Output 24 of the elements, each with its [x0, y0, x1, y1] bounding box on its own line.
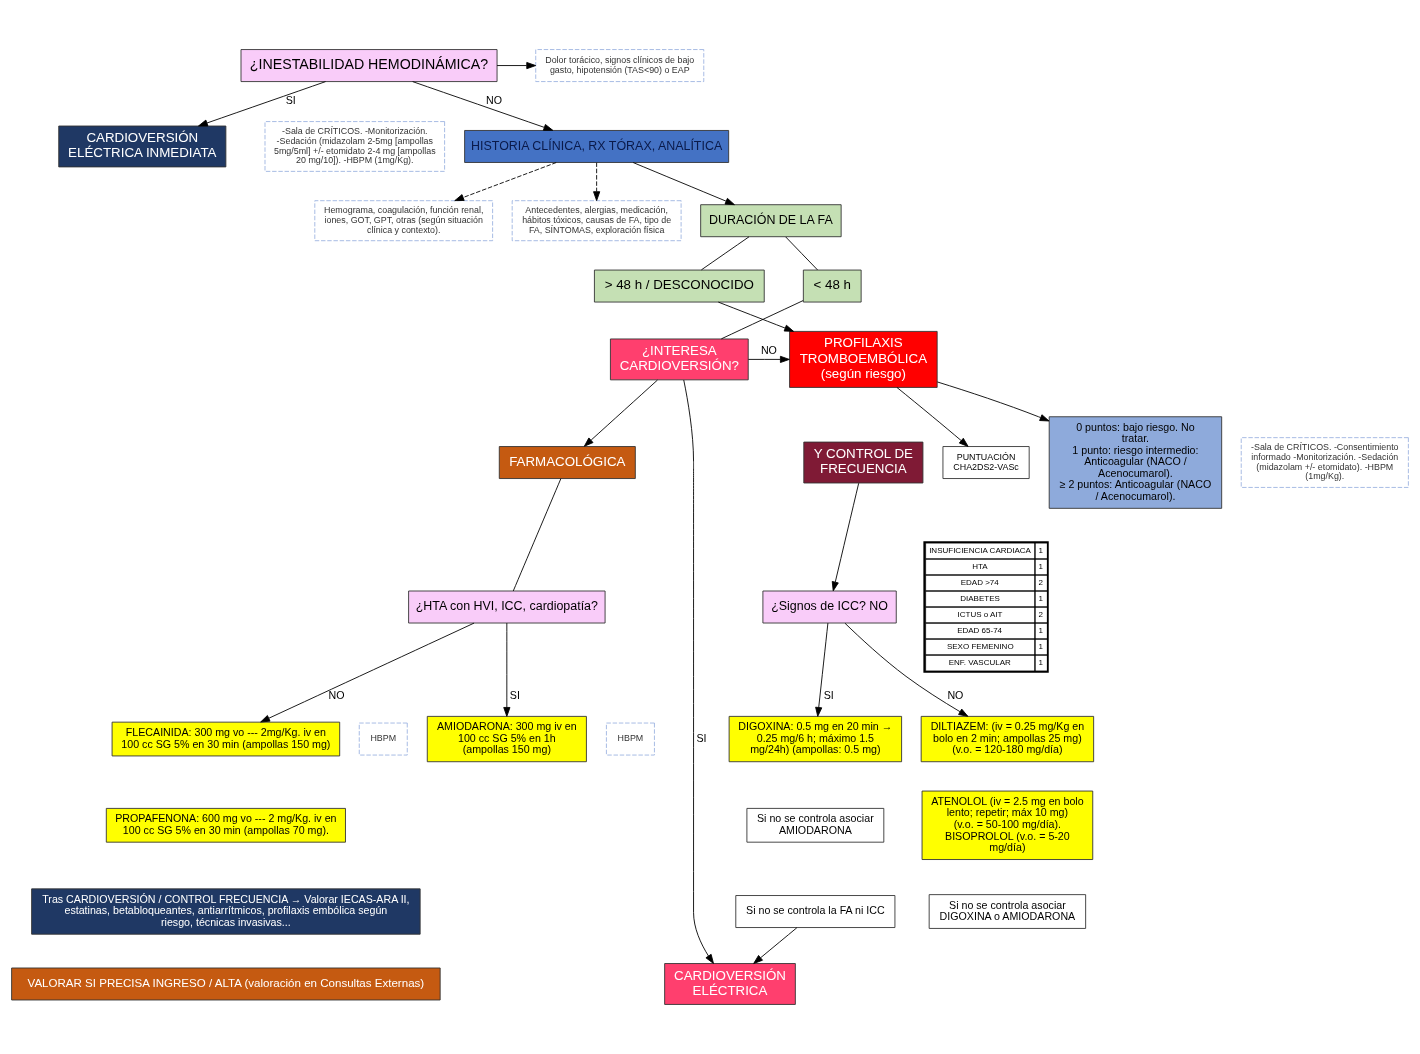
label: HTA: [972, 561, 988, 571]
label: DIABETES: [960, 593, 1000, 603]
label: 1: [1038, 657, 1043, 667]
label: 1: [1038, 593, 1043, 603]
edge-label: NO: [328, 689, 345, 702]
edge-label: SI: [823, 689, 834, 702]
edge-label: SI: [509, 689, 520, 702]
label: 1: [1038, 625, 1043, 635]
label: ICTUS o AIT: [957, 609, 1003, 619]
edge-label: SI: [285, 94, 296, 107]
label: ENF. VASCULAR: [948, 657, 1011, 667]
label: EDAD >74: [960, 577, 999, 587]
label: 1: [1038, 545, 1043, 555]
label: SEXO FEMENINO: [946, 641, 1014, 651]
label: EDAD 65-74: [957, 625, 1003, 635]
label: 1: [1038, 641, 1043, 651]
edge-label: NO: [947, 689, 964, 702]
edge-label: NO: [485, 94, 502, 107]
label: 1: [1038, 561, 1043, 571]
edge-label: SI: [696, 731, 707, 744]
label: 2: [1038, 609, 1043, 619]
label: INSUFICIENCIA CARDIACA: [929, 545, 1031, 555]
label: 2: [1038, 577, 1043, 587]
edge-label: NO: [760, 343, 777, 356]
